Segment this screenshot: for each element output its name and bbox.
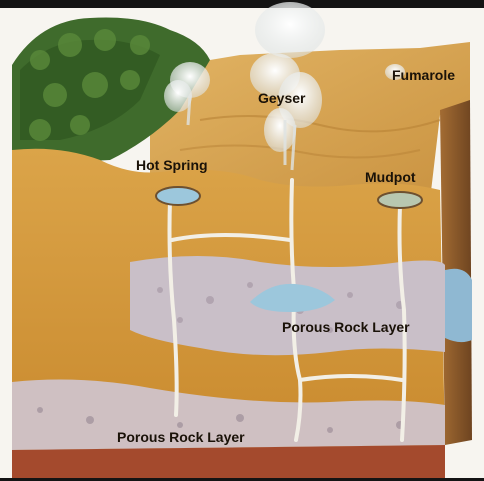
label-mudpot: Mudpot bbox=[365, 170, 416, 184]
label-porous-rock-upper: Porous Rock Layer bbox=[282, 320, 410, 334]
hot-spring-pool bbox=[156, 187, 200, 205]
mudpot-pool bbox=[378, 192, 422, 208]
bedrock-layer bbox=[12, 445, 445, 481]
label-geyser: Geyser bbox=[258, 91, 305, 105]
label-fumarole: Fumarole bbox=[392, 68, 455, 82]
label-hot-spring: Hot Spring bbox=[136, 158, 208, 172]
top-black-band bbox=[0, 0, 484, 8]
label-porous-rock-lower: Porous Rock Layer bbox=[117, 430, 245, 444]
